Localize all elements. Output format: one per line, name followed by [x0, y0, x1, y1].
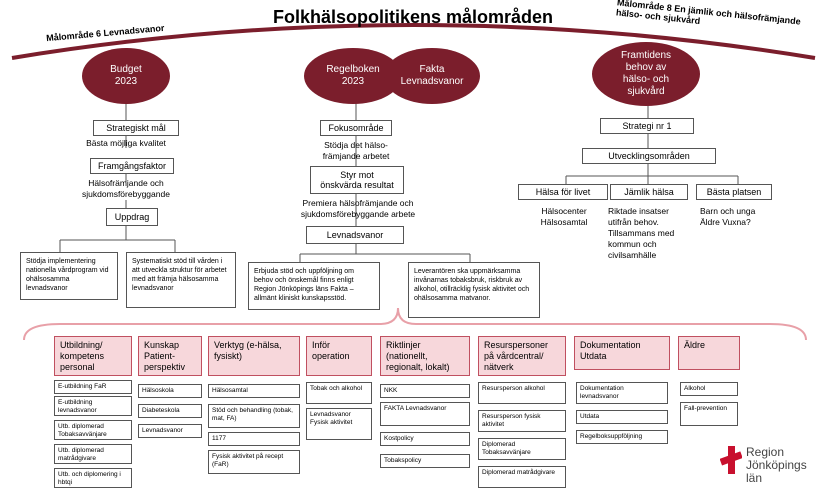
- category-elderly-item: Alkohol: [680, 382, 738, 396]
- category-education-item: Utb. diplomerad Tobaksavvänjare: [54, 420, 132, 440]
- category-education-item: Utb. diplomerad matrådgivare: [54, 444, 132, 464]
- category-documentation: Dokumentation Utdata: [574, 336, 670, 370]
- fakta-circle: Fakta Levnadsvanor: [384, 48, 480, 104]
- area-best-place: Bästa platsen: [696, 184, 772, 200]
- area-health-for-life-text: Hälsocenter Hälsosamtal: [540, 206, 588, 227]
- category-guidelines-item: FAKTA Levnadsvanor: [380, 402, 470, 426]
- strategic-goal-text: Bästa möjliga kvalitet: [86, 138, 166, 148]
- category-resource-persons-item: Resursperson alkohol: [478, 382, 566, 404]
- lifestyle-note-1: Erbjuda stöd och uppföljning om behov oc…: [248, 262, 380, 310]
- category-resource-persons-item: Diplomerad matrådgivare: [478, 466, 566, 488]
- category-documentation-item: Utdata: [576, 410, 668, 424]
- category-before-surgery-item: Levnadsvanor Fysisk aktivitet: [306, 408, 372, 440]
- steer-results-box: Styr mot önskvärda resultat: [310, 166, 404, 194]
- lifestyle-box: Levnadsvanor: [306, 226, 404, 244]
- development-areas-box: Utvecklingsområden: [582, 148, 716, 164]
- category-elderly: Äldre: [678, 336, 740, 370]
- category-elderly-item: Fall-prevention: [680, 402, 738, 426]
- lifestyle-note-2: Leverantören ska uppmärksamma invånarnas…: [408, 262, 540, 318]
- category-knowledge-item: Levnadsvanor: [138, 424, 202, 438]
- category-guidelines-item: Kostpolicy: [380, 432, 470, 446]
- area-health-for-life: Hälsa för livet: [518, 184, 608, 200]
- budget-circle: Budget 2023: [82, 48, 170, 104]
- category-resource-persons-item: Resursperson fysisk aktivitet: [478, 410, 566, 432]
- category-knowledge-item: Hälsoskola: [138, 384, 202, 398]
- category-education-item: Utb. och diplomering i hbtqi: [54, 468, 132, 488]
- area-equal-health-text: Riktade insatser utifrån behov. Tillsamm…: [608, 206, 675, 260]
- category-before-surgery-item: Tobak och alkohol: [306, 382, 372, 404]
- logo-line-2: Jönköpings län: [746, 458, 807, 485]
- strategic-goal-box: Strategiskt mål: [93, 120, 179, 136]
- strategy-box: Strategi nr 1: [600, 118, 694, 134]
- area-best-place-text: Barn och unga Äldre Vuxna?: [700, 206, 756, 227]
- category-resource-persons-item: Diplomerad Tobaksavvänjare: [478, 438, 566, 460]
- category-guidelines-item: NKK: [380, 384, 470, 398]
- category-tools-item: Fysisk aktivitet på recept (FaR): [208, 450, 300, 474]
- category-knowledge: Kunskap Patient-perspektiv: [138, 336, 202, 376]
- future-needs-circle: Framtidens behov av hälso- och sjukvård: [592, 42, 700, 106]
- mission-box: Uppdrag: [106, 208, 158, 226]
- logo-line-1: Region: [746, 445, 785, 459]
- category-tools-item: Stöd och behandling (tobak, mat, FA): [208, 404, 300, 428]
- category-education-item: E-utbildning levnadsvanor: [54, 396, 132, 416]
- category-documentation-item: Dokumentation levnadsvanor: [576, 382, 668, 404]
- category-tools-item: 1177: [208, 432, 300, 446]
- logo-cross-icon: [720, 446, 742, 474]
- steer-results-text: Premiera hälsofrämjande och sjukdomsföre…: [300, 198, 416, 219]
- category-education-item: E-utbildning FaR: [54, 380, 132, 394]
- category-guidelines-item: Tobakspolicy: [380, 454, 470, 468]
- success-factor-text: Hälsofrämjande och sjukdomsförebyggande: [82, 178, 170, 199]
- page-title: Folkhälsopolitikens målområden: [272, 7, 554, 27]
- mission-note-2: Systematiskt stöd till vården i att utve…: [126, 252, 236, 308]
- category-documentation-item: Regelboksuppföljning: [576, 430, 668, 444]
- category-knowledge-item: Diabeteskola: [138, 404, 202, 418]
- region-logo: Region Jönköpings län: [720, 442, 824, 485]
- focus-area-text: Stödja det hälso-främjande arbetet: [322, 140, 390, 161]
- category-before-surgery: Inför operation: [306, 336, 372, 376]
- category-resource-persons: Resurspersoner på vårdcentral/ nätverk: [478, 336, 566, 376]
- category-tools: Verktyg (e-hälsa, fysiskt): [208, 336, 300, 376]
- category-tools-item: Hälsosamtal: [208, 384, 300, 398]
- success-factor-box: Framgångsfaktor: [90, 158, 174, 174]
- focus-area-box: Fokusområde: [320, 120, 392, 136]
- category-education: Utbildning/ kompetens personal: [54, 336, 132, 376]
- area-equal-health: Jämlik hälsa: [610, 184, 688, 200]
- category-guidelines: Riktlinjer (nationellt, regionalt, lokal…: [380, 336, 470, 376]
- mission-note-1: Stödja implementering nationella vårdpro…: [20, 252, 118, 300]
